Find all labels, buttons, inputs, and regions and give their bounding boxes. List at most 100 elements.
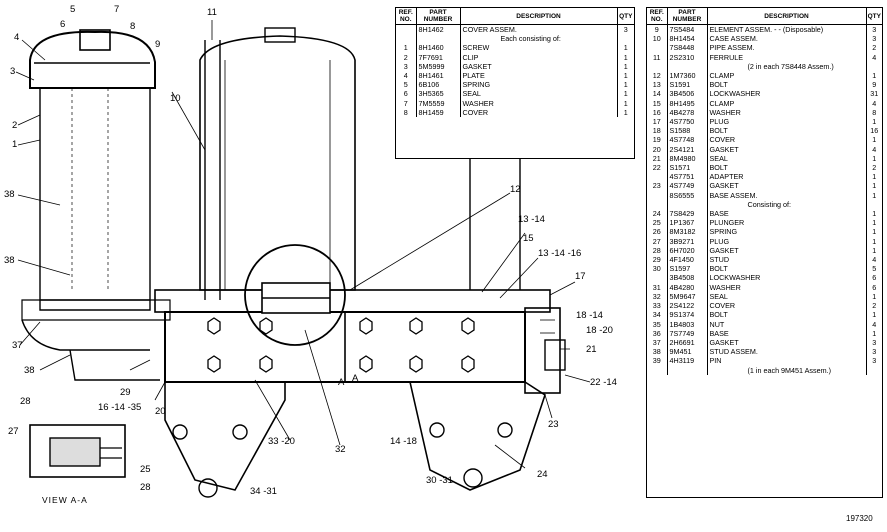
- cell-part: 8H1461: [416, 71, 461, 81]
- cell-part: S1588: [667, 126, 708, 136]
- cell-part: S1597: [667, 264, 708, 274]
- cell-part: 9S1374: [667, 310, 708, 320]
- cell-ref: 21: [647, 153, 668, 164]
- callout-3: 3: [10, 66, 16, 77]
- callout-15: 15: [523, 233, 534, 244]
- cell-ref: 3: [396, 61, 417, 72]
- cell-part: 4F1450: [667, 255, 708, 265]
- cell-ref: 27: [647, 236, 668, 246]
- table-row: (1 in each 9M451 Assem.): [647, 365, 882, 375]
- cell-desc: LOCKWASHER: [707, 89, 867, 99]
- cell-qty: 1: [872, 135, 877, 145]
- cell-ref: [647, 190, 668, 200]
- callout-38b: 38: [4, 255, 15, 266]
- cell-ref: 37: [647, 337, 668, 348]
- cell-qty: 5: [872, 264, 877, 274]
- cell-part: 5M9647: [667, 291, 708, 302]
- table-row: Each consisting of:: [396, 34, 634, 44]
- cell-part: 3H5365: [416, 89, 461, 99]
- cell-part: 6H7020: [667, 245, 708, 256]
- callout-33-20: 33 -20: [268, 436, 295, 447]
- cell-qty: 1: [623, 107, 628, 117]
- figure-number: 197320: [846, 514, 873, 523]
- header-ref: REF. NO.: [396, 8, 417, 25]
- cell-part: S1591: [667, 80, 708, 90]
- cell-desc: CLAMP: [707, 71, 867, 81]
- table-row: (2 in each 7S8448 Assem.): [647, 61, 882, 72]
- cell-qty: 8: [872, 107, 877, 117]
- cell-ref: 6: [396, 89, 417, 99]
- cell-qty: 4: [872, 98, 877, 108]
- cell-part: 5M5999: [416, 61, 461, 72]
- cell-desc: BASE ASSEM.: [707, 190, 867, 200]
- cell-qty: 1: [872, 227, 877, 237]
- cell-ref: 29: [647, 255, 668, 265]
- cell-part: 3B9271: [667, 236, 708, 246]
- cell-part: [667, 61, 708, 72]
- header-desc: DESCRIPTION: [460, 8, 618, 25]
- cell-part: 1P1367: [667, 218, 708, 228]
- cell-qty: 6: [872, 282, 877, 292]
- cell-ref: 28: [647, 245, 668, 256]
- cell-part: S1571: [667, 163, 708, 173]
- cell-qty: 1: [872, 245, 877, 255]
- cell-ref: 34: [647, 310, 668, 320]
- callout-32: 32: [335, 444, 346, 455]
- cell-qty: [617, 34, 634, 43]
- cell-ref: 33: [647, 301, 668, 311]
- cell-ref: 39: [647, 356, 668, 366]
- callout-28a: 28: [20, 396, 31, 407]
- cell-desc: CLIP: [460, 52, 618, 62]
- callout-27: 27: [8, 426, 19, 437]
- cell-qty: 2: [872, 301, 877, 311]
- cell-part: 4S7748: [667, 135, 708, 145]
- cell-qty: 1: [872, 236, 877, 246]
- cell-part: 8M3182: [667, 227, 708, 237]
- callout-21: 21: [586, 344, 597, 355]
- cell-desc: PLUNGER: [707, 218, 867, 228]
- cell-ref: 19: [647, 135, 668, 145]
- cell-ref: 7: [396, 98, 417, 108]
- cell-qty: 1: [872, 181, 877, 191]
- callout-5: 5: [70, 4, 76, 15]
- cell-part: 1M7360: [667, 71, 708, 81]
- cell-part: [416, 34, 461, 44]
- cell-qty: 6: [872, 273, 877, 283]
- cell-qty: [866, 366, 882, 375]
- callout-29: 29: [120, 387, 131, 398]
- header-ref: REF. NO.: [647, 8, 668, 25]
- cell-ref: [396, 24, 417, 35]
- callout-12: 12: [510, 184, 521, 195]
- callout-6: 6: [60, 19, 66, 30]
- cell-qty: 4: [872, 319, 877, 329]
- cell-ref: 25: [647, 218, 668, 228]
- cell-desc: NUT: [707, 319, 867, 329]
- cell-qty: 1: [623, 80, 628, 90]
- cell-ref: 15: [647, 98, 668, 108]
- cell-part: 7S7749: [667, 328, 708, 338]
- callout-18-20: 18 -20: [586, 325, 613, 336]
- cell-part: 4S7751: [667, 172, 708, 182]
- cell-ref: [647, 172, 668, 182]
- cell-part: 6B106: [416, 80, 461, 90]
- cell-qty: 1: [872, 172, 877, 182]
- cell-desc: SPRING: [707, 227, 867, 237]
- cell-part: 8H1462: [416, 24, 461, 35]
- cell-ref: [647, 365, 668, 375]
- section-mark-a2: A: [352, 373, 359, 384]
- cell-ref: 18: [647, 126, 668, 136]
- cell-qty: 16: [870, 126, 879, 136]
- cell-desc: CLAMP: [707, 98, 867, 108]
- cell-desc: GASKET: [707, 337, 867, 348]
